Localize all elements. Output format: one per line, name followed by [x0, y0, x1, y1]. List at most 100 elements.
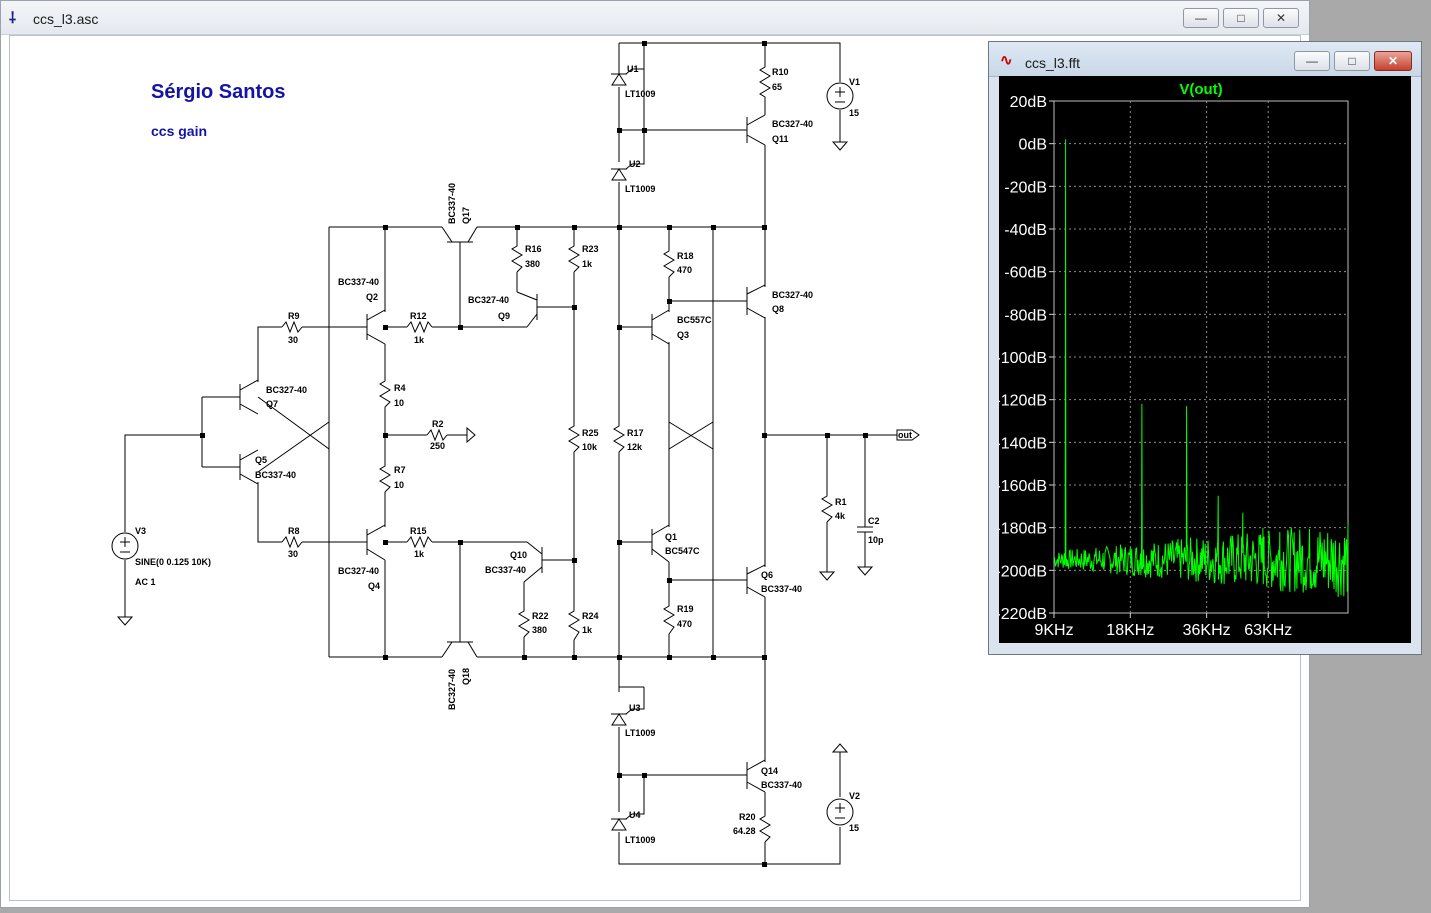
label-R12-value: 1k [414, 335, 425, 345]
label-R15-ref: R15 [410, 526, 427, 536]
label-R24-ref: R24 [582, 611, 599, 621]
label-R25-ref: R25 [582, 428, 599, 438]
schematic-titlebar[interactable]: ⸸ ccs_l3.asc — □ ✕ [1, 1, 1309, 35]
schematic-drawing: U1 LT1009 U2 LT1009 U3 LT1009 U4 LT1009 … [111, 41, 920, 867]
resistor-symbols [281, 62, 873, 843]
label-R16-value: 380 [525, 259, 540, 269]
label-R15-value: 1k [414, 549, 425, 559]
fft-close-button[interactable]: ✕ [1374, 51, 1412, 71]
component-labels: U1 LT1009 U2 LT1009 U3 LT1009 U4 LT1009 … [135, 64, 912, 845]
label-R4-value: 10 [394, 398, 404, 408]
label-Q11-value: BC327-40 [772, 119, 813, 129]
y-tick-label: -220dB [999, 606, 1047, 623]
schematic-subtitle-text: ccs gain [151, 123, 208, 139]
label-Q14-ref: Q14 [761, 766, 778, 776]
y-tick-label: -80dB [1004, 307, 1047, 324]
label-R9-value: 30 [288, 335, 298, 345]
y-tick-label: -140dB [999, 435, 1047, 452]
fft-chart: V(out)20dB0dB-20dB-40dB-60dB-80dB-100dB-… [995, 81, 1349, 639]
label-R16-ref: R16 [525, 244, 542, 254]
label-Q6-ref: Q6 [761, 570, 773, 580]
y-tick-label: -180dB [999, 521, 1047, 538]
label-U3-ref: U3 [629, 703, 641, 713]
y-tick-label: 20dB [1010, 94, 1047, 111]
label-R1-value: 4k [835, 511, 846, 521]
minimize-button[interactable]: — [1183, 8, 1219, 28]
label-R22-value: 380 [532, 625, 547, 635]
label-V3-ref: V3 [135, 526, 146, 536]
label-Q3-value: BC557C [677, 315, 712, 325]
label-C2-value: 10p [868, 535, 884, 545]
label-R8-value: 30 [288, 549, 298, 559]
label-U1-value: LT1009 [625, 89, 655, 99]
y-tick-label: -20dB [1004, 179, 1047, 196]
label-R2-value: 250 [430, 441, 445, 451]
fft-titlebar[interactable]: ∿ ccs_l3.fft — □ ✕ [989, 42, 1421, 77]
label-Q8-value: BC327-40 [772, 290, 813, 300]
y-tick-label: -40dB [1004, 222, 1047, 239]
label-R8-ref: R8 [288, 526, 300, 536]
source-symbols [111, 82, 920, 826]
y-tick-label: 0dB [1019, 137, 1047, 154]
label-R12-ref: R12 [410, 311, 427, 321]
close-button[interactable]: ✕ [1263, 8, 1299, 28]
label-R2-ref: R2 [432, 419, 444, 429]
label-U4-ref: U4 [629, 810, 641, 820]
label-R23-ref: R23 [582, 244, 599, 254]
label-Q11-ref: Q11 [772, 134, 789, 144]
label-R18-ref: R18 [677, 251, 694, 261]
label-R22-ref: R22 [532, 611, 549, 621]
label-R20-ref: R20 [739, 812, 756, 822]
label-R7-value: 10 [394, 480, 404, 490]
label-R10-value: 65 [772, 82, 782, 92]
label-Q4-ref: Q4 [368, 581, 380, 591]
fft-window-title: ccs_l3.fft [1025, 55, 1080, 71]
ltspice-schematic-icon: ⸸ [9, 10, 17, 27]
y-tick-label: -160dB [999, 478, 1047, 495]
label-R20-value: 64.28 [733, 826, 756, 836]
label-R19-value: 470 [677, 619, 692, 629]
label-R9-ref: R9 [288, 311, 300, 321]
label-Q8-ref: Q8 [772, 304, 784, 314]
x-tick-label: 18KHz [1106, 622, 1154, 639]
label-Q5-value: BC337-40 [255, 470, 296, 480]
label-U3-value: LT1009 [625, 728, 655, 738]
chart-title: V(out) [1179, 81, 1222, 98]
label-R18-value: 470 [677, 265, 692, 275]
label-Q6-value: BC337-40 [761, 584, 802, 594]
y-tick-label: -120dB [999, 393, 1047, 410]
junction-dots [200, 41, 868, 867]
label-R23-value: 1k [582, 259, 593, 269]
fft-window[interactable]: ∿ ccs_l3.fft — □ ✕ V(out) 20dB 0dB -20dB -40… [988, 41, 1422, 655]
label-Q5-ref: Q5 [255, 455, 267, 465]
label-Q2-value: BC337-40 [338, 277, 379, 287]
label-R7-ref: R7 [394, 465, 406, 475]
label-Q3-ref: Q3 [677, 330, 689, 340]
label-V1-value: 15 [849, 108, 859, 118]
waveform-icon: ∿ [1000, 52, 1013, 69]
label-R25-value: 10k [582, 442, 598, 452]
label-Q1-ref: Q1 [665, 532, 677, 542]
label-Q9-value: BC327-40 [468, 295, 509, 305]
label-Q18-ref: Q18 [461, 668, 471, 685]
label-C2-ref: C2 [868, 516, 880, 526]
y-tick-label: -200dB [999, 563, 1047, 580]
label-Q4-value: BC327-40 [338, 566, 379, 576]
label-U2-ref: U2 [629, 159, 641, 169]
label-Q14-value: BC337-40 [761, 780, 802, 790]
y-tick-label: -60dB [1004, 265, 1047, 282]
x-tick-label: 9KHz [1034, 622, 1073, 639]
net-label-out: out [898, 430, 912, 440]
label-Q10-ref: Q10 [510, 550, 527, 560]
label-R10-ref: R10 [772, 67, 789, 77]
fft-minimize-button[interactable]: — [1294, 51, 1330, 71]
label-Q18-value: BC327-40 [447, 669, 457, 710]
fft-maximize-button[interactable]: □ [1334, 51, 1370, 71]
label-Q10-value: BC337-40 [485, 565, 526, 575]
label-Q7-value: BC327-40 [266, 385, 307, 395]
label-V3-ac: AC 1 [135, 577, 156, 587]
label-Q1-value: BC547C [665, 546, 700, 556]
transistor-symbols [239, 114, 766, 793]
maximize-button[interactable]: □ [1223, 8, 1259, 28]
